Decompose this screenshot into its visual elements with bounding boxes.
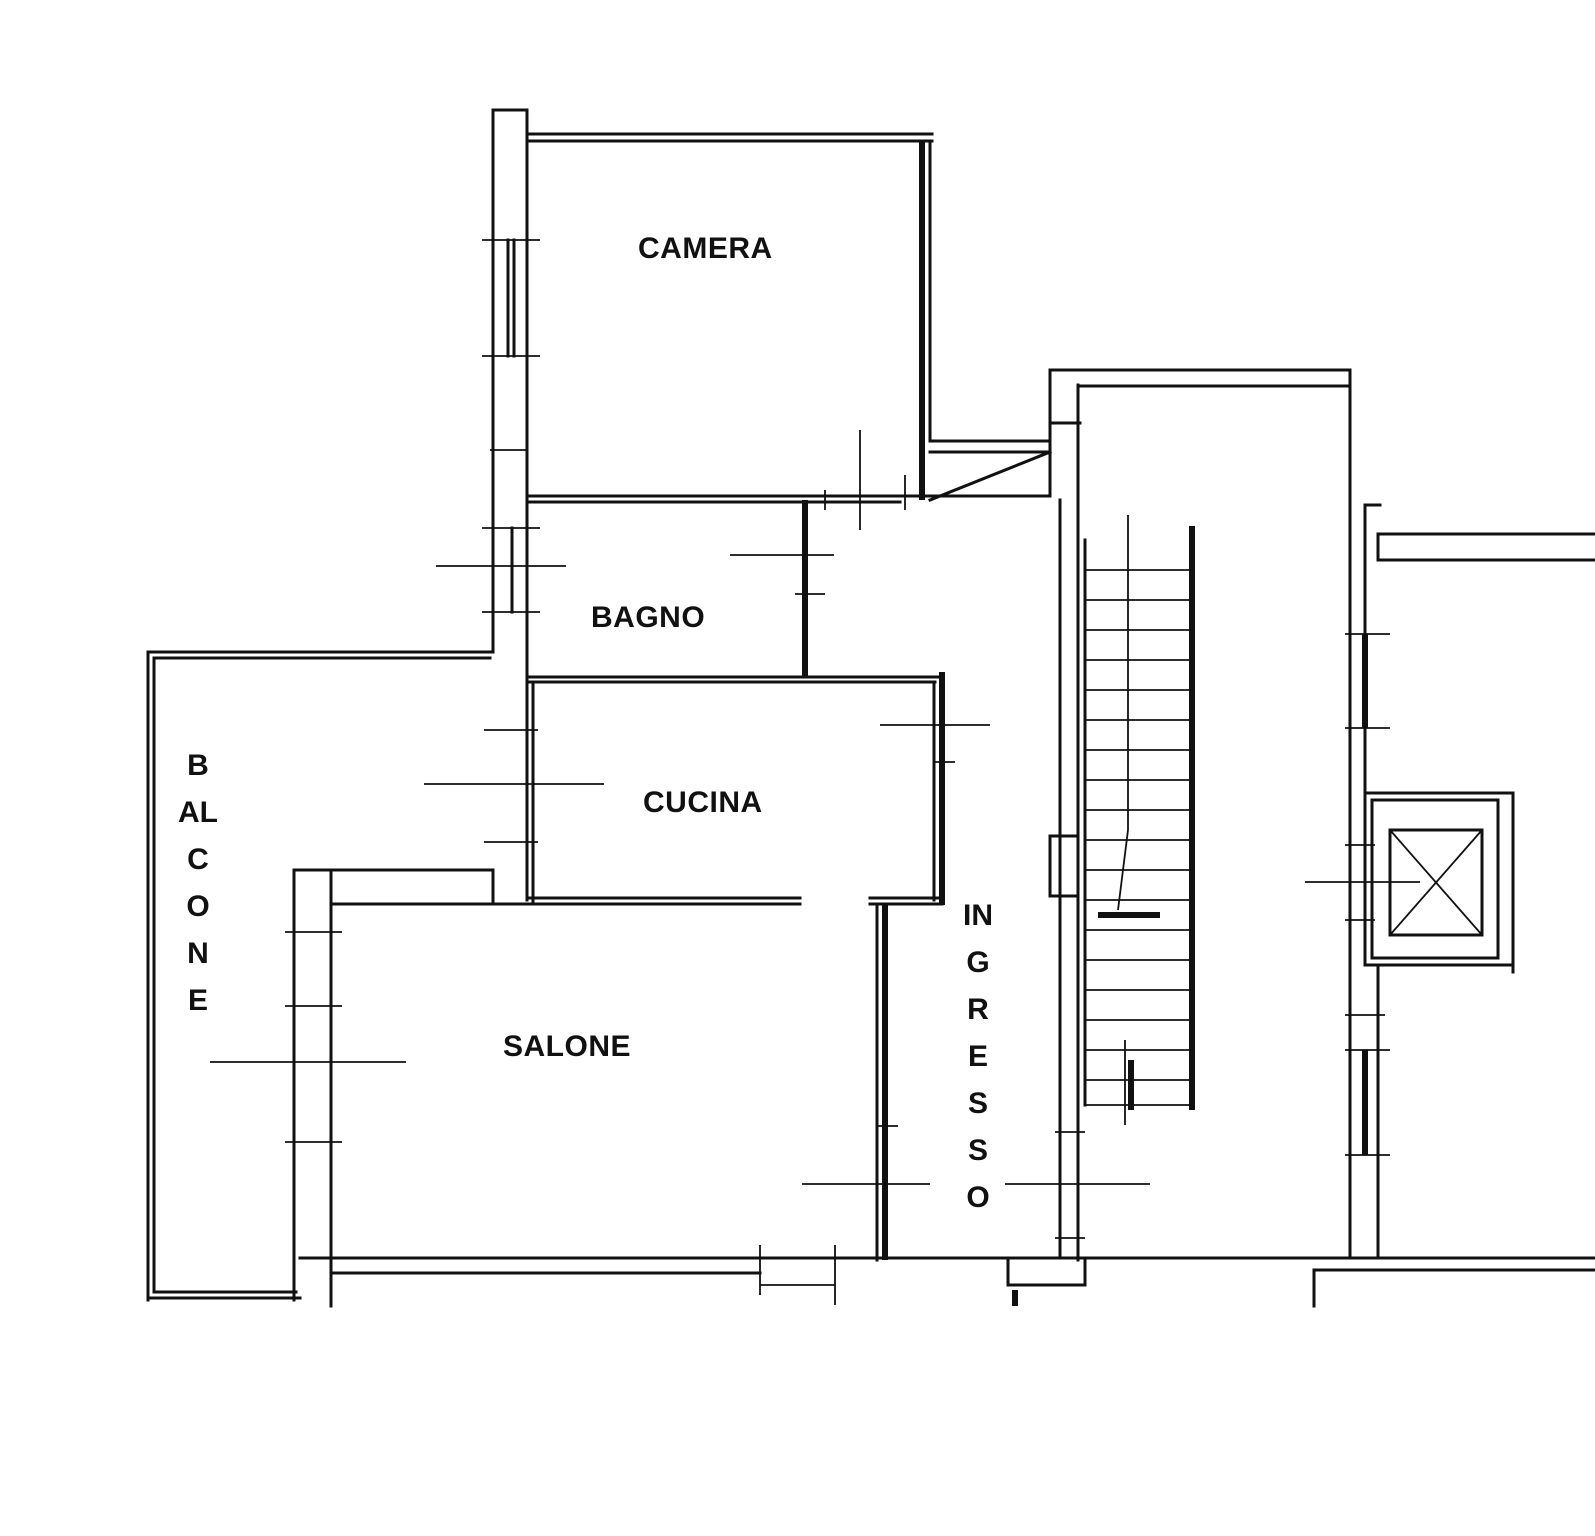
- room-label-cucina: CUCINA: [643, 786, 763, 819]
- room-label-bagno: BAGNO: [591, 601, 706, 634]
- ingresso-stair-walls: [928, 368, 1595, 1308]
- room-label-ingresso: INGRESSO: [963, 899, 993, 1214]
- camera-walls: [482, 108, 1052, 652]
- bagno-walls: [436, 430, 942, 902]
- elevator-shaft: [1363, 791, 1515, 974]
- salone-walls: [210, 868, 1010, 1308]
- balcone-walls: [146, 650, 495, 1302]
- cucina-walls: [424, 672, 990, 906]
- room-label-camera: CAMERA: [638, 232, 773, 265]
- room-label-balcone: BALCONE: [178, 749, 218, 1017]
- right-side-walls: [1305, 368, 1595, 1260]
- room-label-salone: SALONE: [503, 1030, 632, 1063]
